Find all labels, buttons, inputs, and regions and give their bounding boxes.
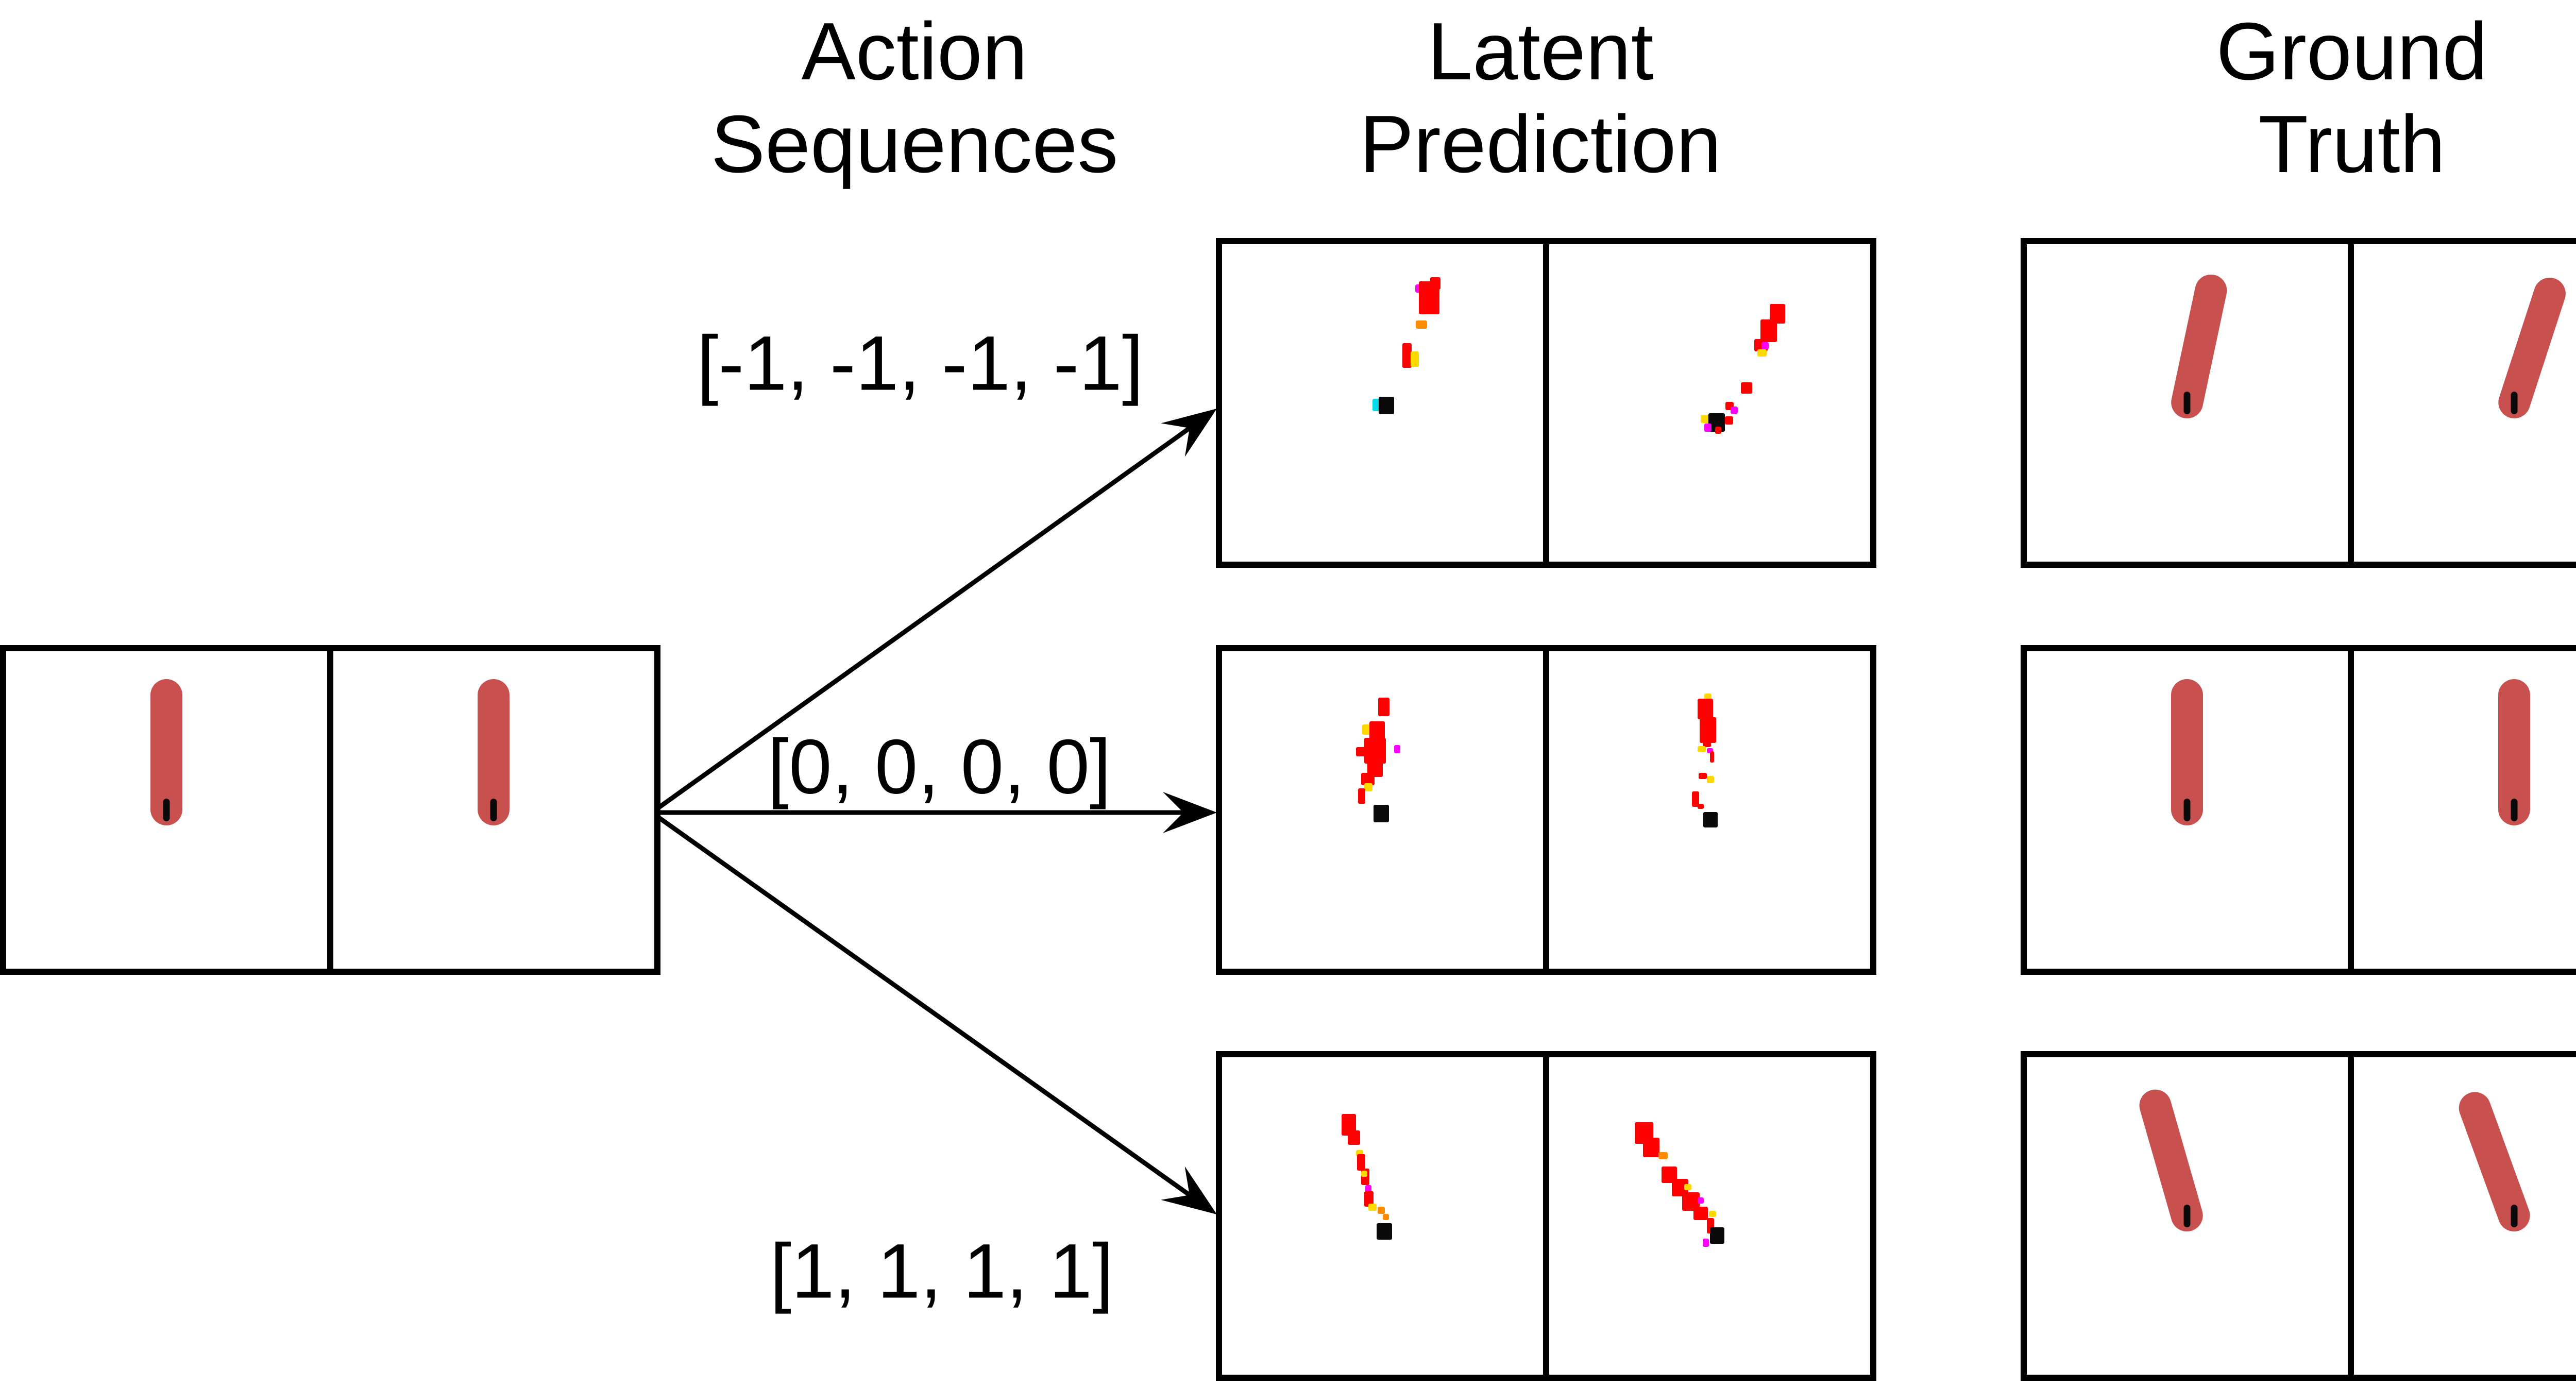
- pendulum-frame: [2171, 274, 2227, 419]
- frame-t0-panel: [2027, 1057, 2348, 1375]
- frame-t1-panel: [2348, 1057, 2576, 1375]
- pendulum-frame: [2498, 679, 2530, 825]
- latent-pendulum-frame: [1701, 304, 1785, 434]
- header-line: Prediction: [1359, 99, 1722, 190]
- frame-t0-panel: [1222, 244, 1543, 562]
- frame-t1-panel: [1543, 1057, 1870, 1375]
- ground-truth-image-row-1: [2021, 238, 2576, 568]
- latent-pendulum-frame: [1635, 1122, 1724, 1247]
- pendulum-frame: [2171, 679, 2203, 825]
- frame-t0-panel: [2027, 244, 2348, 562]
- header-line: Sequences: [710, 99, 1118, 190]
- header-line: Truth: [2258, 99, 2446, 190]
- pendulum-frame: [478, 679, 510, 825]
- action-sequence-label-1: [-1, -1, -1, -1]: [697, 319, 1144, 407]
- action-sequence-label-2: [0, 0, 0, 0]: [767, 723, 1111, 810]
- frame-t0-panel: [2027, 651, 2348, 969]
- pendulum-frame: [150, 679, 182, 825]
- frame-t1-panel: [2348, 244, 2576, 562]
- pendulum-frame: [2459, 1092, 2530, 1232]
- latent-pendulum-frame: [1356, 698, 1400, 822]
- latent-pendulum-frame: [1372, 277, 1440, 414]
- header-line: Latent: [1427, 6, 1654, 97]
- latent-prediction-image-row-2: [1216, 645, 1876, 975]
- input-frames-image: [0, 645, 660, 975]
- ground-truth-image-row-2: [2021, 645, 2576, 975]
- column-header-latent-prediction: Latent Prediction: [1360, 5, 1722, 191]
- frame-t1-panel: [2348, 651, 2576, 969]
- latent-pendulum-frame: [1692, 694, 1718, 827]
- action-sequence-label-3: [1, 1, 1, 1]: [770, 1227, 1114, 1314]
- frame-t1-panel: [1543, 651, 1870, 969]
- latent-pendulum-frame: [1342, 1114, 1392, 1240]
- frame-t0-panel: [1222, 651, 1543, 969]
- column-header-action-sequences: Action Sequences: [711, 5, 1118, 191]
- header-line: Ground: [2216, 6, 2488, 97]
- frame-t1-panel: [1543, 244, 1870, 562]
- column-header-ground-truth: Ground Truth: [2216, 5, 2487, 191]
- latent-prediction-image-row-3: [1216, 1051, 1876, 1381]
- latent-prediction-image-row-1: [1216, 238, 1876, 568]
- frame-t0-panel: [1222, 1057, 1543, 1375]
- pendulum-frame: [2139, 1089, 2203, 1232]
- frame-t0-panel: [6, 651, 327, 969]
- frame-t1-panel: [327, 651, 654, 969]
- header-line: Action: [801, 6, 1028, 97]
- pendulum-frame: [2498, 277, 2566, 419]
- ground-truth-image-row-3: [2021, 1051, 2576, 1381]
